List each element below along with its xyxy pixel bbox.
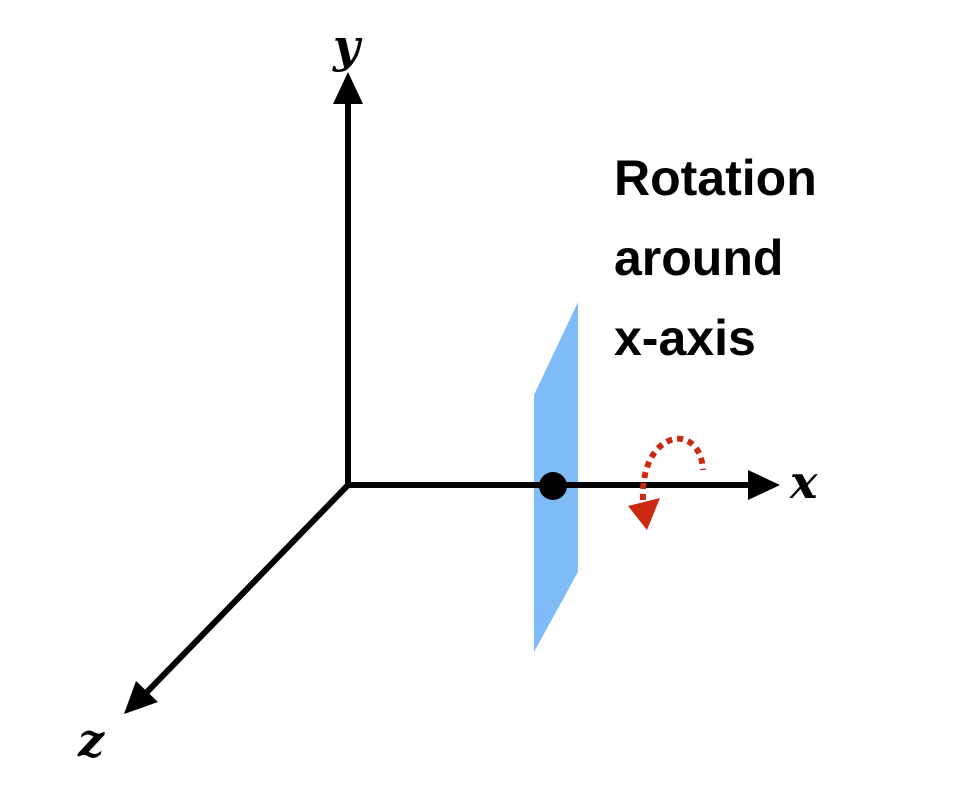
z-axis-arrowhead	[124, 681, 158, 714]
z-axis-line	[144, 480, 353, 695]
x-axis-arrowhead	[748, 470, 780, 500]
y-axis-label: y	[332, 19, 363, 73]
caption-line-1: Rotation	[614, 150, 817, 206]
intersection-point	[539, 472, 567, 500]
rotation-arrow-path	[639, 435, 706, 501]
rotation-arrowhead	[628, 498, 660, 530]
caption-line-3: x-axis	[614, 310, 756, 366]
y-axis-arrowhead	[333, 72, 363, 104]
z-axis-label: z	[77, 713, 105, 767]
diagram-caption: Rotation around x-axis	[614, 138, 817, 378]
caption-line-2: around	[614, 230, 784, 286]
x-axis-label: x	[789, 455, 818, 509]
